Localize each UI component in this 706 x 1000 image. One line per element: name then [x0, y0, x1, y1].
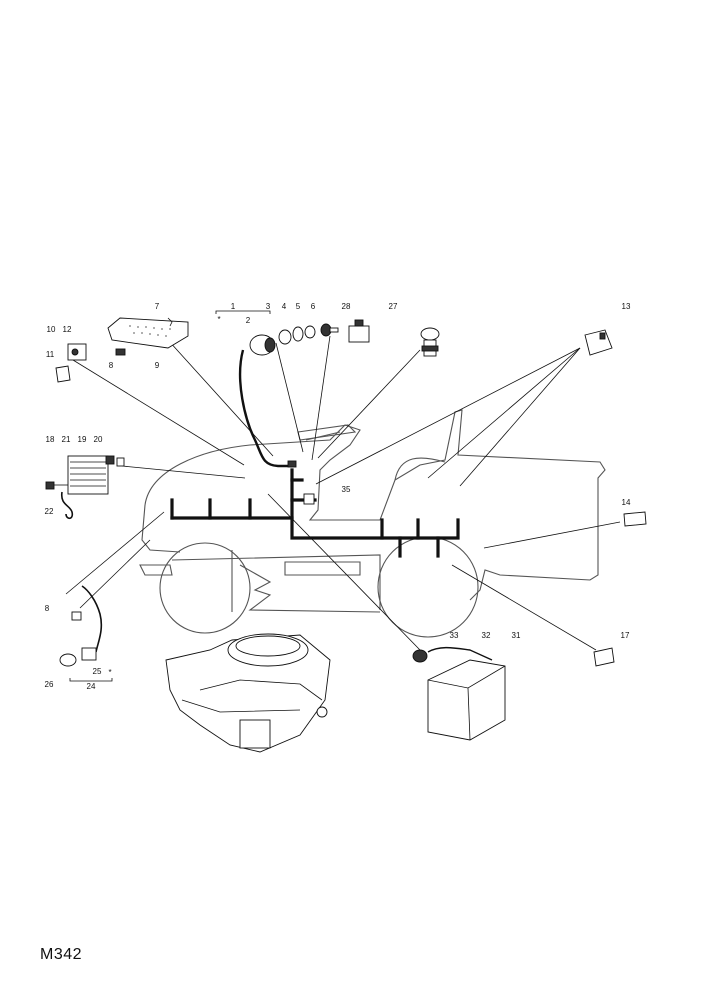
callout-label: 8 [45, 604, 50, 613]
callout-label: 35 [342, 485, 351, 494]
callout-label: 3 [266, 302, 271, 311]
callout-label: 4 [282, 302, 287, 311]
sensor-part-17 [593, 647, 615, 667]
callout-label: 5 [296, 302, 301, 311]
callout-label: 33 [450, 631, 459, 640]
callout-label: 22 [45, 507, 54, 516]
callout-label: 31 [512, 631, 521, 640]
relay-part-12 [67, 343, 87, 361]
callout-label: 19 [78, 435, 87, 444]
connector-part-8-top [115, 348, 126, 356]
battery-part-31 [427, 659, 506, 741]
callout-label: 2 [246, 316, 251, 325]
callout-label: 11 [46, 350, 55, 359]
callout-label: 14 [622, 498, 631, 507]
callout-label: 7 [155, 302, 160, 311]
callout-label: 28 [342, 302, 351, 311]
callout-label: 27 [389, 302, 398, 311]
battery-cable-parts-32-33 [412, 646, 493, 663]
pto-switch-part-27 [420, 327, 440, 357]
callout-label: 10 [47, 325, 56, 334]
callout-label: 13 [622, 302, 631, 311]
wiring-harness [170, 349, 460, 558]
callout-label: 25 [93, 667, 102, 676]
callout-label: 20 [94, 435, 103, 444]
callout-label: 32 [482, 631, 491, 640]
cover-plate-part-9 [107, 317, 189, 349]
callout-label: 9 [155, 361, 160, 370]
asterisk-label: * [108, 668, 111, 677]
switch-part-28 [348, 319, 370, 343]
callout-label: 24 [87, 682, 96, 691]
wire-part-22 [60, 491, 74, 520]
connector-part-35 [303, 493, 315, 505]
asterisk-label: * [217, 315, 220, 324]
callout-label: 1 [231, 302, 236, 311]
key-part-6 [320, 323, 339, 337]
callout-label: 17 [621, 631, 630, 640]
lamp-harness-parts-8-24-25-26 [59, 585, 103, 667]
ring-parts-3-4-5 [278, 325, 316, 345]
callout-label: 6 [311, 302, 316, 311]
callout-bracket-24 [69, 678, 113, 682]
light-part-13 [584, 329, 613, 356]
callout-labels: 1 * 2 3 4 5 6 28 27 13 7 10 12 11 8 9 18… [45, 302, 631, 691]
leader-lines [65, 335, 621, 651]
callout-label: 18 [46, 435, 55, 444]
clip-part-7 [167, 317, 173, 327]
engine-part [165, 633, 331, 753]
ignition-switch-part-2 [249, 334, 276, 356]
callout-label: 8 [109, 361, 114, 370]
callout-label: 12 [63, 325, 72, 334]
bracket-part-11 [55, 365, 71, 383]
connector-parts-19-20 [105, 455, 125, 467]
regulator-part-21 [67, 455, 109, 495]
callout-label: 26 [45, 680, 54, 689]
bolt-part-18 [45, 481, 68, 490]
diagram-reference-code: M342 [40, 946, 83, 963]
switch-part-14 [623, 511, 647, 527]
callout-bracket-1 [215, 310, 271, 314]
callout-label: 21 [62, 435, 71, 444]
